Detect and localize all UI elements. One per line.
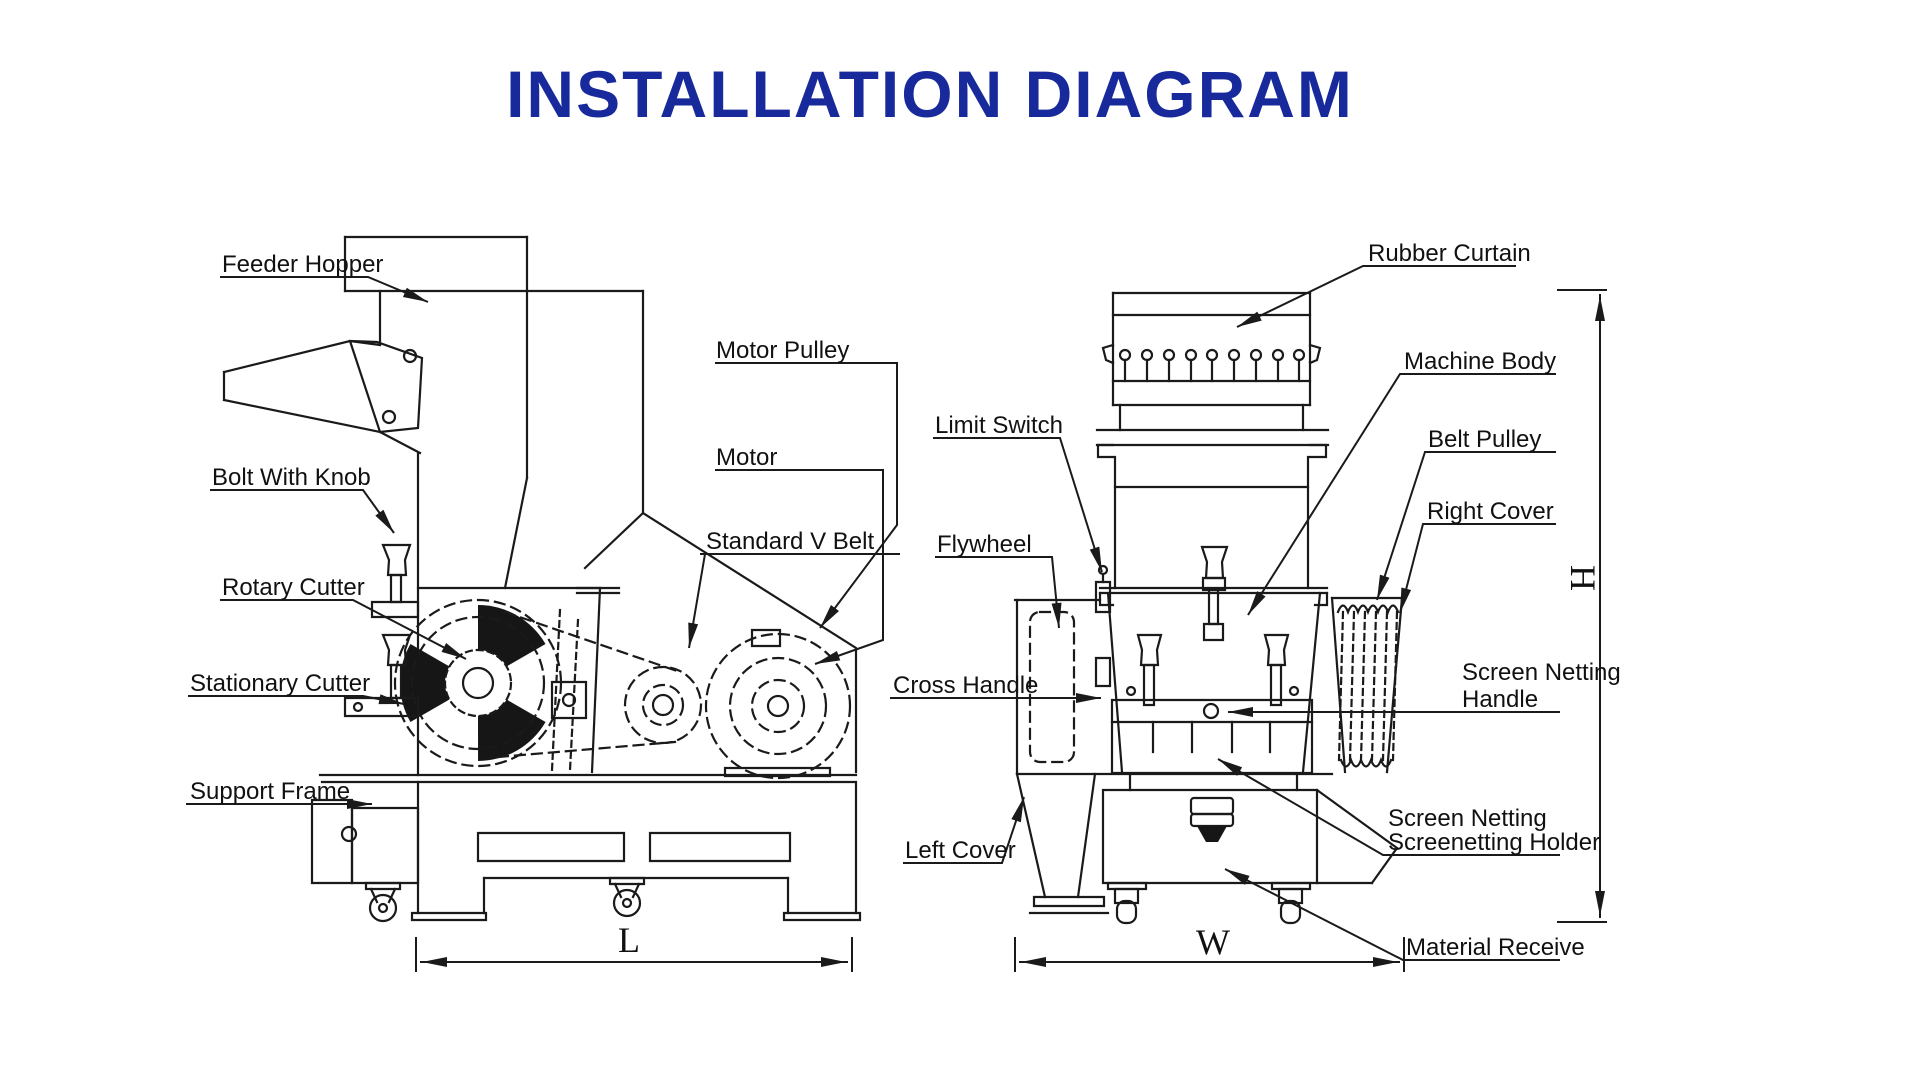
label-belt-pulley: Belt Pulley <box>1428 426 1541 453</box>
dimension-L: L <box>618 920 640 960</box>
page-title: INSTALLATION DIAGRAM <box>506 57 1354 131</box>
side-view-drawing: L Feeder Hopper Motor Pulley Motor Stand… <box>186 235 900 972</box>
label-rubber-curtain: Rubber Curtain <box>1368 240 1531 267</box>
material-receive-part <box>1101 772 1399 885</box>
label-bolt-with-knob: Bolt With Knob <box>212 464 371 491</box>
label-screen-netting-holder-line1: Screen Netting <box>1388 805 1547 832</box>
machine-neck-part <box>1098 455 1329 607</box>
label-right-cover: Right Cover <box>1427 498 1554 525</box>
front-view-leaders <box>890 265 1560 961</box>
side-view-leaders <box>186 276 900 809</box>
label-machine-body: Machine Body <box>1404 348 1556 375</box>
height-dimension: H <box>1557 289 1607 923</box>
flywheel-left-cover-part <box>1013 598 1110 915</box>
dimension-H: H <box>1563 565 1603 591</box>
dimension-W: W <box>1196 922 1230 962</box>
label-left-cover: Left Cover <box>905 837 1016 864</box>
label-standard-v-belt: Standard V Belt <box>706 528 874 555</box>
caster-wheels-right-machine <box>1106 881 1312 925</box>
motor-part <box>704 628 852 780</box>
label-cross-handle: Cross Handle <box>893 672 1038 699</box>
label-stationary-cutter: Stationary Cutter <box>190 670 370 697</box>
belt-drive-part <box>496 511 858 774</box>
hopper-front-part <box>1095 291 1330 459</box>
front-view-drawing: W H <box>890 240 1621 972</box>
belt-pulley-right-cover-part <box>1330 596 1404 774</box>
label-rotary-cutter: Rotary Cutter <box>222 574 365 601</box>
length-dimension: L <box>415 920 853 972</box>
label-support-frame: Support Frame <box>190 778 350 805</box>
rotary-cutter-part <box>393 598 588 768</box>
caster-wheels-left-machine <box>364 876 646 923</box>
rubber-curtain-part <box>1118 348 1306 383</box>
machine-body-part <box>1015 545 1334 776</box>
label-motor: Motor <box>716 444 777 471</box>
label-flywheel: Flywheel <box>937 531 1032 558</box>
screen-netting-part <box>1110 698 1314 775</box>
label-feeder-hopper: Feeder Hopper <box>222 251 383 278</box>
label-screen-netting-holder-line2: Screenetting Holder <box>1388 829 1600 856</box>
label-screen-netting-handle-line2: Handle <box>1462 686 1538 713</box>
width-dimension: W <box>1014 922 1405 972</box>
label-material-receive: Material Receive <box>1406 934 1585 961</box>
support-frame-part <box>310 773 862 922</box>
label-screen-netting-handle-line1: Screen Netting <box>1462 659 1621 686</box>
label-limit-switch: Limit Switch <box>935 412 1063 439</box>
label-motor-pulley: Motor Pulley <box>716 337 849 364</box>
feeder-hopper-part <box>222 235 645 595</box>
